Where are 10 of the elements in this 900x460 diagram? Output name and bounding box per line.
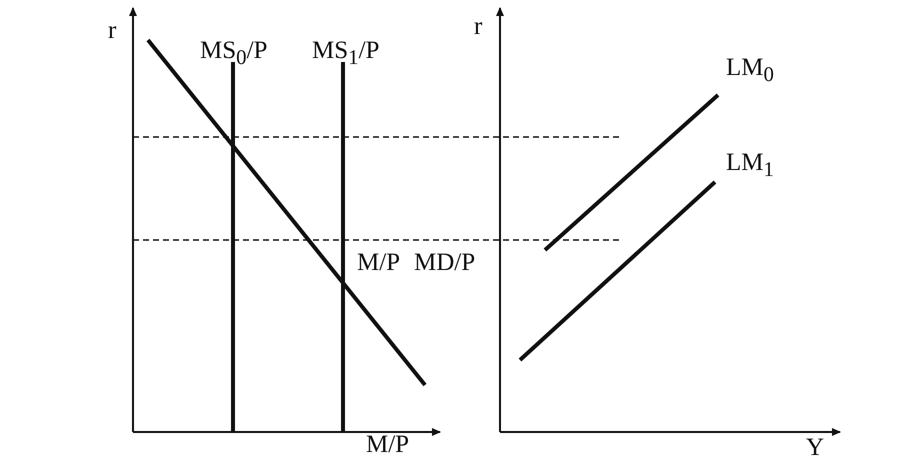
axis-label: M/P — [366, 432, 410, 457]
axis-label: Y — [806, 435, 824, 460]
curve-label: LM$_{0}$ — [726, 55, 774, 85]
curve-label: MD/P — [414, 250, 476, 275]
curve-label: M/P — [357, 250, 400, 275]
curve-label: LM$_{1}$ — [726, 150, 774, 180]
curve-label: MS$_{0}$/P — [200, 38, 268, 68]
curve-label: MS$_{1}$/P — [312, 38, 380, 68]
axis-label: r — [108, 18, 116, 43]
axis-label: r — [474, 14, 482, 39]
